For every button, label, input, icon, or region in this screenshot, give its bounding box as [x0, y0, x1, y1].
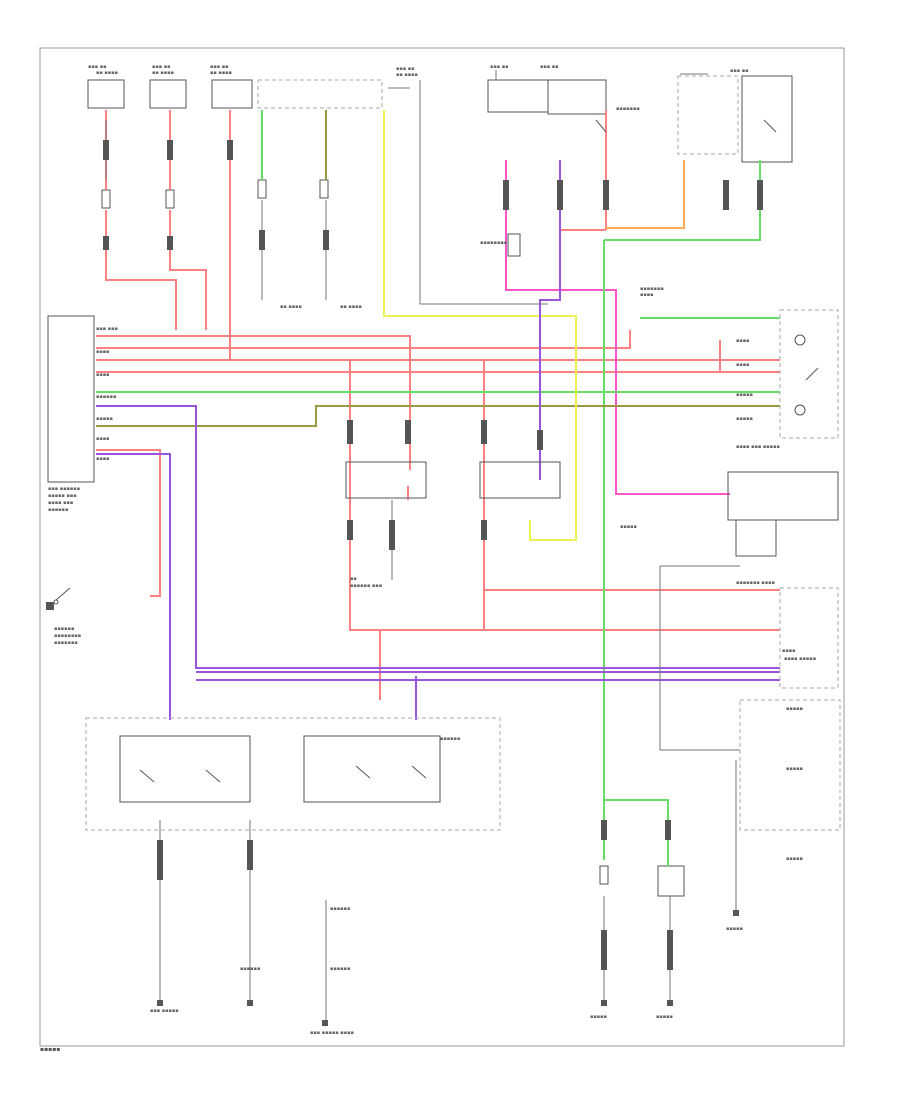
wire-yellow — [383, 110, 577, 541]
svg-text:▪▪▪▪▪: ▪▪▪▪▪ — [590, 1014, 607, 1020]
svg-text:▪▪▪ ▪▪: ▪▪▪ ▪▪ — [730, 68, 749, 74]
lamp-icon — [794, 334, 806, 416]
svg-text:▪▪▪ ▪▪: ▪▪▪ ▪▪ — [396, 66, 415, 72]
body-control-module — [47, 315, 95, 483]
svg-text:▪▪▪▪▪: ▪▪▪▪▪ — [786, 766, 803, 772]
switch-block-left — [119, 735, 251, 803]
svg-text:▪▪▪ ▪▪▪: ▪▪▪ ▪▪▪ — [96, 326, 118, 332]
svg-text:▪▪▪▪: ▪▪▪▪ — [96, 436, 110, 442]
svg-text:▪▪▪▪: ▪▪▪▪ — [736, 338, 750, 344]
svg-text:▪▪ ▪▪▪▪: ▪▪ ▪▪▪▪ — [152, 70, 174, 76]
svg-text:▪▪▪▪▪: ▪▪▪▪▪ — [726, 926, 743, 932]
svg-text:▪▪▪▪▪▪▪▪: ▪▪▪▪▪▪▪▪ — [54, 633, 81, 639]
svg-text:▪▪▪▪▪ ▪▪▪: ▪▪▪▪▪ ▪▪▪ — [48, 493, 77, 499]
svg-text:▪▪▪ ▪▪: ▪▪▪ ▪▪ — [490, 64, 509, 70]
svg-text:▪▪ ▪▪▪▪: ▪▪ ▪▪▪▪ — [210, 70, 232, 76]
relay-icon — [345, 233, 561, 499]
switch-icon — [53, 119, 819, 783]
svg-text:▪▪▪▪▪: ▪▪▪▪▪ — [656, 1014, 673, 1020]
svg-text:▪▪▪▪▪▪: ▪▪▪▪▪▪ — [330, 906, 350, 912]
footer-mark: ▪▪▪▪▪ — [40, 1046, 61, 1053]
switch-block-right — [303, 735, 441, 803]
pin-marks — [103, 140, 763, 970]
module-labels: ▪▪▪ ▪▪▪▪▪▪ ▪▪▪▪▪ ▪▪▪ ▪▪▪▪ ▪▪▪ ▪▪▪▪▪▪ — [48, 486, 80, 513]
wire-purple — [96, 160, 780, 720]
svg-text:▪▪▪▪: ▪▪▪▪ — [782, 648, 796, 654]
svg-text:▪▪▪▪▪: ▪▪▪▪▪ — [736, 416, 753, 422]
svg-text:▪▪▪▪: ▪▪▪▪ — [96, 456, 110, 462]
svg-text:▪▪▪ ▪▪: ▪▪▪ ▪▪ — [540, 64, 559, 70]
svg-text:▪▪▪ ▪▪: ▪▪▪ ▪▪ — [210, 64, 229, 70]
right-components — [727, 309, 841, 831]
svg-text:▪▪ ▪▪▪▪: ▪▪ ▪▪▪▪ — [396, 72, 418, 78]
svg-text:▪▪▪▪▪▪▪▪: ▪▪▪▪▪▪▪▪ — [480, 240, 507, 246]
diagram-frame — [39, 47, 845, 1047]
svg-text:▪▪▪▪: ▪▪▪▪ — [96, 372, 110, 378]
wire-orange — [606, 160, 685, 229]
svg-text:▪▪ ▪▪▪▪: ▪▪ ▪▪▪▪ — [280, 304, 302, 310]
svg-text:▪▪▪▪▪▪: ▪▪▪▪▪▪ — [48, 507, 68, 513]
svg-text:▪▪▪▪▪▪▪ ▪▪▪▪: ▪▪▪▪▪▪▪ ▪▪▪▪ — [736, 580, 775, 586]
svg-text:▪▪▪▪▪▪: ▪▪▪▪▪▪ — [440, 736, 460, 742]
wire-olive — [96, 110, 780, 427]
wire-green — [96, 110, 780, 866]
svg-text:▪▪▪ ▪▪: ▪▪▪ ▪▪ — [152, 64, 171, 70]
svg-text:▪▪: ▪▪ — [350, 576, 357, 582]
svg-text:▪▪▪▪: ▪▪▪▪ — [96, 349, 110, 355]
connector-icon: ▪▪▪ ▪▪▪ ▪▪▪▪ ▪▪▪▪ ▪▪▪▪▪▪ ▪▪▪▪▪ ▪▪▪▪ ▪▪▪▪… — [54, 106, 816, 1036]
fuse-block-top — [87, 75, 793, 163]
svg-text:▪▪▪▪▪▪: ▪▪▪▪▪▪ — [96, 394, 116, 400]
svg-text:▪▪▪▪▪▪: ▪▪▪▪▪▪ — [330, 966, 350, 972]
svg-text:▪▪▪▪▪: ▪▪▪▪▪ — [96, 416, 113, 422]
svg-text:▪▪▪▪ ▪▪▪▪▪: ▪▪▪▪ ▪▪▪▪▪ — [784, 656, 816, 662]
svg-text:▪▪▪▪▪: ▪▪▪▪▪ — [786, 856, 803, 862]
svg-text:▪▪▪▪▪▪▪: ▪▪▪▪▪▪▪ — [616, 106, 640, 112]
svg-text:▪▪▪▪▪▪: ▪▪▪▪▪▪ — [240, 966, 260, 972]
fuse-header-labels: ▪▪▪ ▪▪ ▪▪ ▪▪▪▪ ▪▪▪ ▪▪ ▪▪ ▪▪▪▪ ▪▪▪ ▪▪ ▪▪ … — [88, 64, 749, 78]
svg-text:▪▪▪▪▪: ▪▪▪▪▪ — [736, 392, 753, 398]
svg-text:▪▪▪▪▪▪▪: ▪▪▪▪▪▪▪ — [54, 640, 78, 646]
svg-text:▪▪▪▪ ▪▪▪: ▪▪▪▪ ▪▪▪ — [48, 500, 73, 506]
wire-pink — [505, 160, 730, 495]
svg-text:▪▪ ▪▪▪▪: ▪▪ ▪▪▪▪ — [96, 70, 118, 76]
svg-text:▪▪ ▪▪▪▪: ▪▪ ▪▪▪▪ — [340, 304, 362, 310]
combination-switch — [85, 717, 501, 831]
svg-text:▪▪▪ ▪▪▪▪▪ ▪▪▪▪: ▪▪▪ ▪▪▪▪▪ ▪▪▪▪ — [310, 1030, 354, 1036]
svg-text:▪▪▪▪▪: ▪▪▪▪▪ — [620, 524, 637, 530]
svg-text:▪▪▪▪▪▪: ▪▪▪▪▪▪ — [54, 626, 74, 632]
svg-text:▪▪▪▪: ▪▪▪▪ — [736, 362, 750, 368]
svg-text:▪▪▪▪▪▪▪: ▪▪▪▪▪▪▪ — [640, 286, 664, 292]
svg-text:▪▪▪▪▪▪ ▪▪▪: ▪▪▪▪▪▪ ▪▪▪ — [350, 583, 382, 589]
svg-text:▪▪▪▪▪: ▪▪▪▪▪ — [786, 706, 803, 712]
svg-text:▪▪▪ ▪▪▪▪▪: ▪▪▪ ▪▪▪▪▪ — [150, 1008, 179, 1014]
svg-text:▪▪▪▪ ▪▪▪ ▪▪▪▪▪: ▪▪▪▪ ▪▪▪ ▪▪▪▪▪ — [736, 444, 780, 450]
svg-text:▪▪▪▪: ▪▪▪▪ — [640, 292, 654, 298]
wire-black — [105, 70, 740, 1020]
svg-text:▪▪▪ ▪▪▪▪▪▪: ▪▪▪ ▪▪▪▪▪▪ — [48, 486, 80, 492]
ground-icon — [46, 602, 739, 1026]
svg-text:▪▪▪ ▪▪: ▪▪▪ ▪▪ — [88, 64, 107, 70]
